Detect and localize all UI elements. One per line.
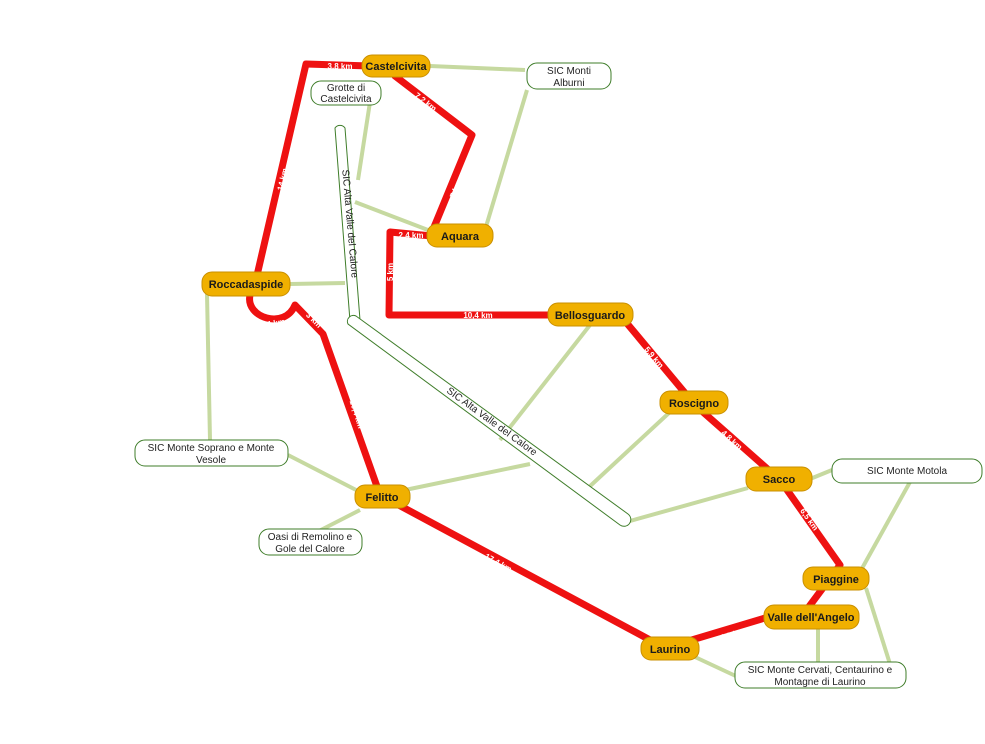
connector-line <box>205 293 212 441</box>
town-node-felitto[interactable]: Felitto <box>354 484 411 509</box>
site-box-soprano[interactable]: SIC Monte Soprano e Monte Vesole <box>134 439 289 467</box>
connector-line <box>354 200 429 232</box>
connector-line <box>429 64 526 72</box>
distance-label: 3,8 km <box>328 62 353 71</box>
town-node-valle-dell-angelo[interactable]: Valle dell'Angelo <box>763 604 860 630</box>
connector-line <box>629 486 749 523</box>
site-label-line: Vesole <box>196 455 226 466</box>
town-label: Felitto <box>366 492 399 504</box>
connector-line <box>694 655 741 680</box>
town-node-pill <box>802 566 870 591</box>
distance-label: 5 km <box>386 263 395 281</box>
route-segment <box>391 72 476 236</box>
distance-label: 7,2 km <box>413 91 438 113</box>
town-node-castelcivita[interactable]: Castelcivita <box>361 54 431 78</box>
connector-line <box>586 410 672 490</box>
site-label-line: SIC Monti <box>547 66 591 77</box>
connector-lines <box>205 64 912 680</box>
connector-line <box>858 481 912 573</box>
site-label-line: Alburni <box>553 78 584 89</box>
town-node-aquara[interactable]: Aquara <box>426 223 494 248</box>
town-label: Roscigno <box>669 398 719 410</box>
site-box-motola[interactable]: SIC Monte Motola <box>831 458 983 484</box>
town-nodes: Castelcivita Aquara Roccadaspide Bellosg… <box>201 54 870 661</box>
site-box-cervati[interactable]: SIC Monte Cervati, Centaurino e Montagne… <box>734 661 907 689</box>
distance-label: 4,8 km <box>719 428 744 451</box>
site-label-line: Gole del Calore <box>275 544 345 555</box>
site-label-line: Castelcivita <box>320 94 372 105</box>
route-segment <box>385 228 559 319</box>
town-node-pill <box>763 604 860 630</box>
town-node-pill <box>354 484 411 509</box>
town-node-pill <box>426 223 494 248</box>
site-box-frame <box>134 439 289 467</box>
town-label: Bellosguardo <box>555 310 626 322</box>
connector-line <box>864 587 892 665</box>
town-node-pill <box>745 466 813 492</box>
site-box-oasi[interactable]: Oasi di Remolino e Gole del Calore <box>258 528 363 556</box>
town-node-roscigno[interactable]: Roscigno <box>659 390 729 415</box>
route-segment <box>376 491 779 652</box>
site-box-frame <box>310 80 382 106</box>
route-segment <box>251 60 374 288</box>
town-node-laurino[interactable]: Laurino <box>640 636 700 661</box>
site-label-line: SIC Monte Motola <box>867 466 947 477</box>
connector-line <box>483 89 529 231</box>
town-node-roccadaspide[interactable]: Roccadaspide <box>201 271 291 297</box>
town-node-pill <box>659 390 729 415</box>
connector-line <box>289 281 346 286</box>
connector-line <box>356 101 372 181</box>
town-label: Aquara <box>441 231 480 243</box>
distance-label: 5,9 km <box>642 345 665 370</box>
town-label: Sacco <box>763 474 796 486</box>
town-node-pill <box>361 54 431 78</box>
connector-line <box>809 468 833 481</box>
distance-label: 1,9 <box>788 587 802 602</box>
distance-label: 6,5 km <box>798 507 820 533</box>
site-label-line: Grotte di <box>327 83 365 94</box>
site-box-grotte[interactable]: Grotte di Castelcivita <box>310 80 382 106</box>
site-label-line: SIC Monte Cervati, Centaurino e <box>748 665 893 676</box>
distance-label: 3,4 km <box>260 317 286 330</box>
town-node-pill <box>547 302 634 327</box>
connector-line <box>287 453 361 494</box>
site-box-frame <box>526 62 612 90</box>
site-label-line: SIC Monte Soprano e Monte <box>148 443 275 454</box>
site-box-alburni[interactable]: SIC Monti Alburni <box>526 62 612 90</box>
connector-line <box>404 462 531 492</box>
site-box-frame <box>831 458 983 484</box>
town-label: Castelcivita <box>365 61 427 73</box>
distance-label: 10,4 km <box>463 311 492 320</box>
river-calore-lower <box>346 314 632 527</box>
town-label: Valle dell'Angelo <box>768 612 855 624</box>
town-node-piaggine[interactable]: Piaggine <box>802 566 870 591</box>
town-node-bellosguardo[interactable]: Bellosguardo <box>547 302 634 327</box>
route-segment <box>246 291 384 499</box>
site-boxes: SIC Monti Alburni Grotte di Castelcivita… <box>134 62 983 689</box>
town-label: Roccadaspide <box>209 279 284 291</box>
town-node-sacco[interactable]: Sacco <box>745 466 813 492</box>
town-label: Laurino <box>650 644 691 656</box>
town-label: Piaggine <box>813 574 859 586</box>
site-label-line: Montagne di Laurino <box>774 677 866 688</box>
connector-line <box>498 323 592 442</box>
site-label-line: Oasi di Remolino e <box>268 532 353 543</box>
town-node-pill <box>640 636 700 661</box>
site-box-frame <box>258 528 363 556</box>
distance-label: 2,4 km <box>399 231 424 240</box>
site-box-frame <box>734 661 907 689</box>
town-node-pill <box>201 271 291 297</box>
river-label-lower: SIC Alta Valle del Calore <box>444 386 539 459</box>
